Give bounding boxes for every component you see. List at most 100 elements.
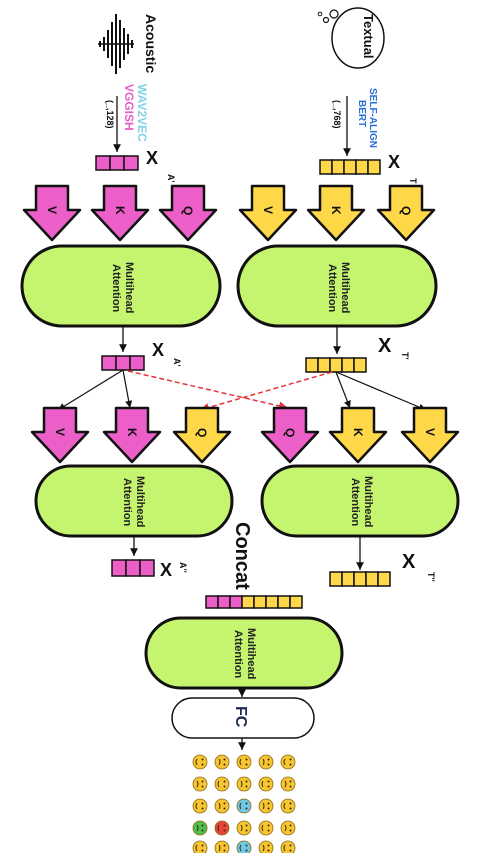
emoji-face-icon: [280, 840, 296, 853]
fusion-attention: Multihead Attention: [144, 616, 344, 690]
acoustic-q-arrow-1: Q: [158, 184, 218, 242]
svg-text:Attention: Attention: [232, 630, 244, 679]
acoustic-embedding: [95, 155, 139, 171]
svg-text:K: K: [113, 206, 127, 215]
textual-title: Textual: [361, 14, 376, 59]
textual-x-label: X: [388, 152, 400, 172]
emoji-face-icon: [236, 798, 252, 814]
svg-text:Multihead: Multihead: [362, 476, 374, 527]
emoji-face-icon: [258, 754, 274, 770]
svg-text:Multihead: Multihead: [339, 262, 351, 313]
emoji-face-icon: [192, 776, 208, 792]
svg-text:Q: Q: [283, 428, 297, 437]
svg-text:V: V: [45, 206, 59, 214]
emoji-face-icon: [258, 776, 274, 792]
textual-dim: (_,768): [332, 100, 342, 129]
acoustic-title: Acoustic: [143, 14, 159, 73]
emoji-face-icon: [192, 754, 208, 770]
concat-label: Concat: [231, 522, 253, 590]
acoustic-split-v: [57, 369, 124, 411]
textual-k-arrow-1: K: [306, 184, 366, 242]
emoji-face-icon: [192, 840, 208, 853]
svg-text:Multihead: Multihead: [245, 628, 257, 679]
acoustic-attention-2: Multihead Attention: [34, 464, 234, 538]
acoustic-dim: (_,128): [105, 100, 115, 129]
emoji-face-icon: [280, 776, 296, 792]
acoustic-embedding-3: [111, 559, 155, 577]
concat-embedding: [205, 595, 303, 609]
svg-text:Attention: Attention: [326, 264, 338, 313]
textual-embedding-3: [329, 571, 391, 587]
wav2vec-label: WAV2VEC: [135, 84, 149, 142]
svg-text:K: K: [125, 428, 139, 437]
svg-text:K: K: [351, 428, 365, 437]
acoustic-v-arrow-1: V: [22, 184, 82, 242]
textual-v-arrow-1: V: [238, 184, 298, 242]
emoji-face-icon: [258, 820, 274, 836]
acoustic-x3-label: X: [160, 560, 172, 580]
svg-text:Q: Q: [195, 428, 209, 437]
acoustic-k-arrow-2: K: [102, 406, 162, 464]
svg-text:K: K: [329, 206, 343, 215]
textual-v-arrow-2: V: [400, 406, 460, 464]
acoustic-embedding-2: [101, 355, 145, 371]
acoustic-x3-sup: A'': [178, 562, 188, 573]
emoji-face-icon: [214, 754, 230, 770]
emoji-face-icon: [192, 820, 208, 836]
textual-attention-2: Multihead Attention: [260, 464, 460, 538]
textual-q-arrow-2: Q: [260, 406, 320, 464]
textual-x2-sup: T': [400, 352, 410, 360]
textual-attention-1: Multihead Attention: [236, 244, 438, 328]
textual-embedding: [319, 159, 381, 175]
emoji-face-icon: [258, 798, 274, 814]
emoji-face-icon: [236, 840, 252, 853]
emoji-face-icon: [236, 776, 252, 792]
acoustic-attention-1: Multihead Attention: [20, 244, 222, 328]
svg-text:Attention: Attention: [110, 264, 122, 313]
textual-q-arrow-1: Q: [376, 184, 436, 242]
svg-text:Multihead: Multihead: [134, 476, 146, 527]
emoji-face-icon: [280, 798, 296, 814]
cross-arrow-acoustic-to-textual: [127, 370, 289, 411]
emoji-face-icon: [214, 820, 230, 836]
fc-layer: FC: [171, 697, 315, 739]
emoji-grid: [192, 754, 296, 853]
emoji-face-icon: [192, 798, 208, 814]
textual-x3-label: X: [402, 551, 416, 573]
selfalign-label: SELF-ALIGN: [367, 88, 378, 148]
svg-text:V: V: [53, 428, 67, 436]
textual-embedding-2: [305, 357, 367, 373]
svg-text:V: V: [261, 206, 275, 214]
svg-text:Q: Q: [399, 206, 413, 215]
cross-arrow-textual-to-acoustic: [199, 371, 333, 412]
acoustic-split-k: [122, 369, 133, 409]
textual-x-sup: T: [408, 178, 418, 184]
svg-text:Q: Q: [181, 206, 195, 215]
svg-text:FC: FC: [232, 706, 249, 728]
emoji-face-icon: [236, 820, 252, 836]
bert-label: BERT: [356, 100, 367, 127]
emoji-face-icon: [214, 840, 230, 853]
emoji-face-icon: [236, 754, 252, 770]
textual-k-arrow-2: K: [328, 406, 388, 464]
thought-cloud-icon: [317, 7, 385, 69]
acoustic-x-label: X: [146, 148, 158, 168]
vggish-label: VGGISH: [122, 84, 136, 131]
svg-text:Attention: Attention: [121, 478, 133, 527]
acoustic-x2-label: X: [152, 340, 164, 360]
emoji-face-icon: [214, 776, 230, 792]
emoji-face-icon: [214, 798, 230, 814]
emoji-face-icon: [280, 820, 296, 836]
acoustic-k-arrow-1: K: [90, 184, 150, 242]
waveform-icon: [98, 14, 134, 74]
textual-split-k: [335, 371, 351, 409]
emoji-face-icon: [258, 840, 274, 853]
acoustic-x-sup: A': [166, 174, 176, 183]
acoustic-q-arrow-2: Q: [172, 406, 232, 464]
textual-x3-sup: T'': [426, 572, 436, 582]
textual-split-v: [335, 371, 427, 411]
svg-text:V: V: [423, 428, 437, 436]
emoji-face-icon: [280, 754, 296, 770]
svg-text:Multihead: Multihead: [123, 262, 135, 313]
